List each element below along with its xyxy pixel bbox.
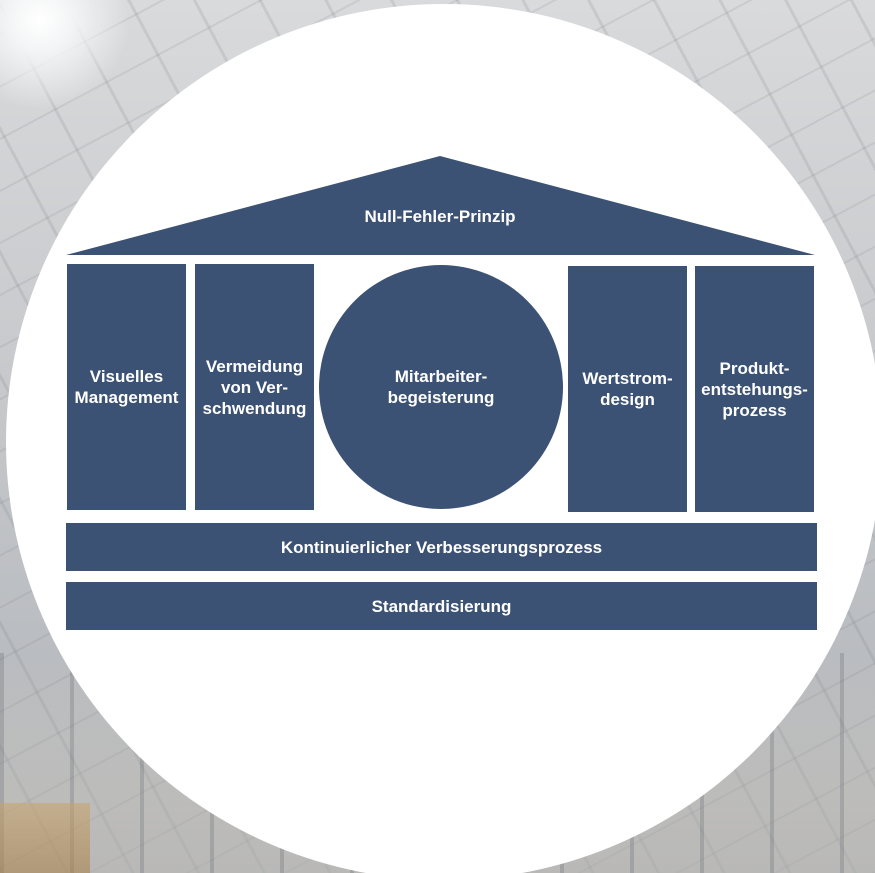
foundation-kontinuierlicher-verbesserungsprozess: Kontinuierlicher Verbesserungsprozess — [66, 523, 817, 571]
pillar-visuelles-management: Visuelles Management — [67, 264, 186, 510]
foundation-standardisierung: Standardisierung — [66, 582, 817, 630]
factory-background-accent — [0, 803, 90, 873]
pillar-produktentstehungsprozess: Produkt- entstehungs- prozess — [695, 266, 814, 512]
pillar-vermeidung-von-verschwendung: Vermeidung von Ver- schwendung — [195, 264, 314, 510]
hub-mitarbeiterbegeisterung: Mitarbeiter- begeisterung — [319, 265, 563, 509]
roof-label: Null-Fehler-Prinzip — [364, 207, 516, 226]
pillar-wertstromdesign: Wertstrom- design — [568, 266, 687, 512]
